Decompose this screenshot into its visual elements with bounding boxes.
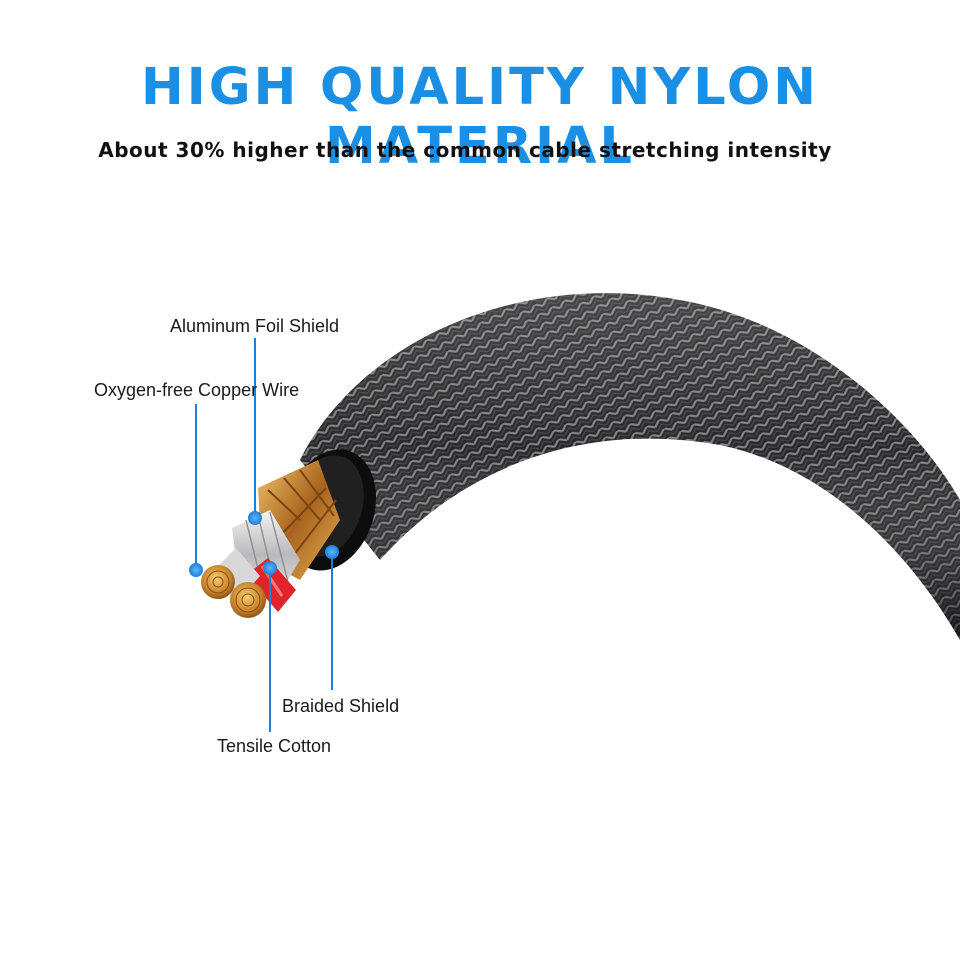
- callout-dot-braid: [325, 545, 339, 559]
- label-aluminum-foil-shield: Aluminum Foil Shield: [170, 316, 340, 336]
- label-oxygen-free-copper-wire: Oxygen-free Copper Wire: [94, 380, 300, 400]
- page-title: HIGH QUALITY NYLON MATERIAL: [141, 58, 819, 176]
- callout-dot-copper: [189, 563, 203, 577]
- nylon-braided-jacket: [300, 293, 960, 640]
- callout-dots: [189, 511, 339, 577]
- callout-lines: [195, 338, 333, 732]
- page-subtitle: About 30% higher than the common cable s…: [98, 138, 832, 162]
- copper-wire-ends: [201, 565, 266, 618]
- callout-dot-foil: [248, 511, 262, 525]
- callout-dot-cotton: [263, 561, 277, 575]
- label-braided-shield: Braided Shield: [282, 696, 400, 716]
- label-tensile-cotton: Tensile Cotton: [217, 736, 332, 756]
